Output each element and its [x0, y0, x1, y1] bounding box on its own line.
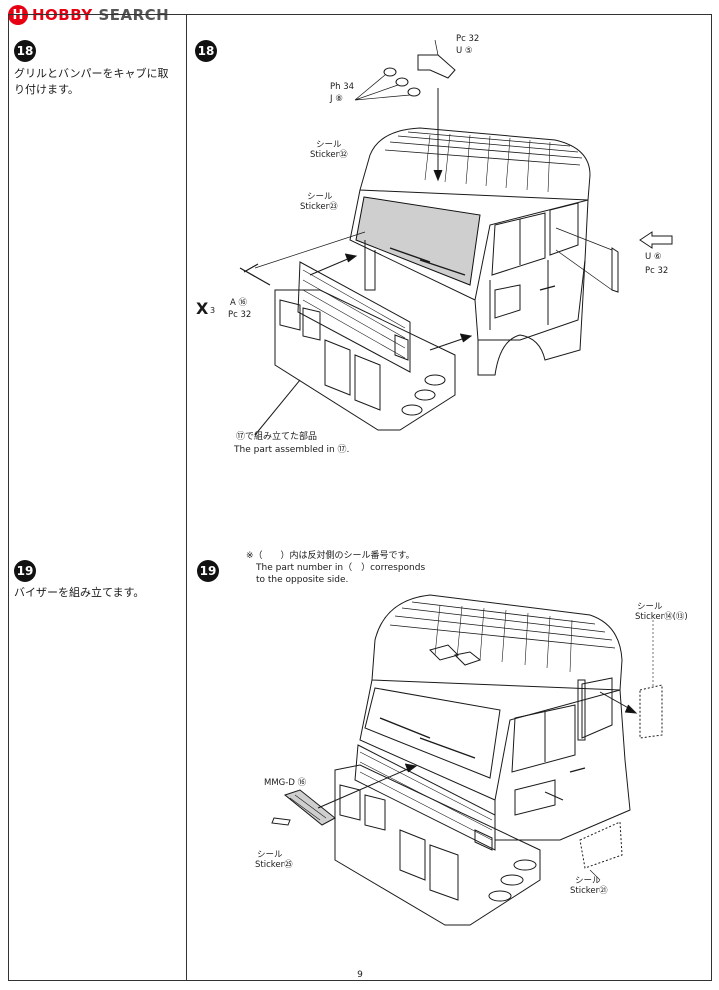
- step-19-badge-left: 19: [14, 560, 36, 582]
- label-a16: A ⑯: [230, 298, 248, 308]
- label-u5: U ⑤: [456, 46, 473, 56]
- bumper-19: [334, 764, 541, 926]
- roof-parts-18: [354, 39, 456, 182]
- label-sticker21-en: Sticker㉑: [570, 886, 608, 896]
- label-mmgd16: MMG-D ⑯: [264, 778, 307, 788]
- note-en-1: The part number in（ ）corresponds: [256, 563, 426, 573]
- label-sticker14-jp: シール: [637, 602, 663, 612]
- arrows-18: [254, 253, 473, 436]
- step-18-badge-right: 18: [195, 40, 217, 62]
- label-assembled-en: The part assembled in ⑰.: [234, 445, 350, 455]
- wiper-part-18: [239, 231, 366, 286]
- label-sticker32-jp: シール: [316, 140, 342, 150]
- x-mark: X: [196, 299, 209, 318]
- label-sticker14-en: Sticker⑭(⑬): [635, 612, 688, 622]
- page-frame: [8, 14, 712, 981]
- label-ph34: Ph 34: [330, 82, 355, 92]
- label-pc32-left: Pc 32: [228, 310, 252, 320]
- stickers-19: [544, 620, 663, 881]
- step-18-instruction: グリルとバンパーをキャブに取り付けます。: [14, 67, 169, 96]
- step-18-badge-left: 18: [14, 40, 36, 62]
- step-19-instruction: バイザーを組み立てます。: [14, 586, 145, 599]
- hobbysearch-logo: H HOBBY SEARCH: [8, 4, 169, 26]
- label-pc32-right: Pc 32: [645, 266, 669, 276]
- label-pc32-top: Pc 32: [456, 34, 480, 44]
- x-count: 3: [210, 306, 216, 315]
- step-19-badge-right: 19: [197, 560, 219, 582]
- column-divider: [186, 14, 187, 980]
- label-assembled-jp: ⑰で組み立てた部品: [236, 432, 318, 442]
- logo-text: HOBBY SEARCH: [32, 6, 170, 24]
- cab-18: [349, 127, 591, 376]
- note-jp: ※（ ）内は反対側のシール番号です。: [246, 551, 415, 561]
- label-sticker23-jp: シール: [307, 192, 333, 202]
- grille-18: [297, 261, 411, 373]
- label-sticker25-en: Sticker㉕: [255, 860, 293, 870]
- label-sticker25-jp: シール: [257, 850, 283, 860]
- note-en-2: to the opposite side.: [256, 575, 349, 585]
- logo-mark: H: [8, 5, 28, 25]
- label-j8: J ⑧: [330, 94, 343, 104]
- label-sticker32-en: Sticker㉜: [310, 150, 348, 160]
- visor-part-19: [271, 763, 418, 826]
- page-number: 9: [357, 970, 363, 980]
- label-u6: U ⑥: [645, 252, 662, 262]
- mirror-18: [555, 227, 673, 293]
- label-sticker23-en: Sticker㉓: [300, 202, 338, 212]
- bumper-18: [274, 289, 456, 431]
- label-sticker21-jp: シール: [575, 876, 601, 886]
